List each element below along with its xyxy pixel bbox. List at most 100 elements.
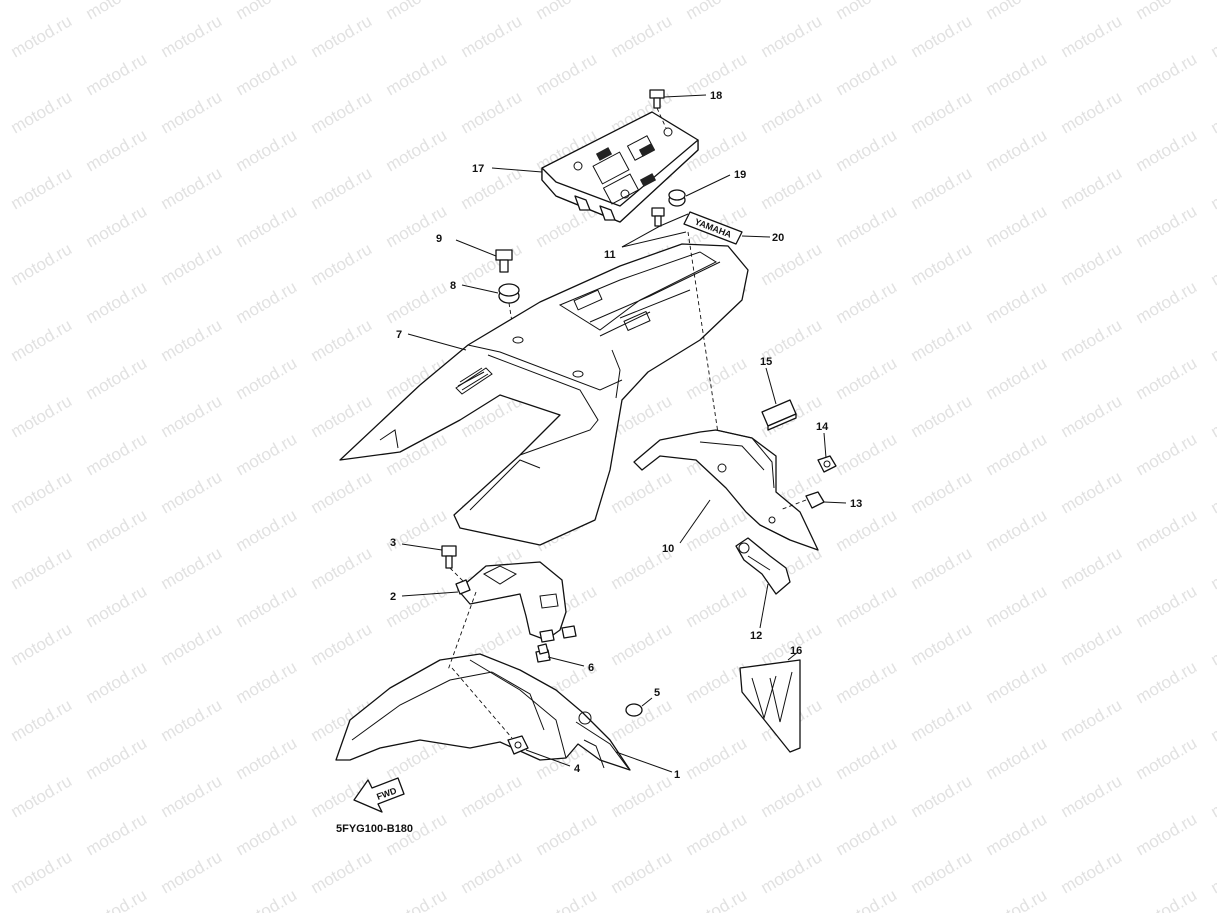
watermark-text: motod.ru bbox=[308, 163, 376, 213]
callout-16: 16 bbox=[790, 645, 802, 657]
watermark-text: motod.ru bbox=[1058, 391, 1126, 441]
watermark-text: motod.ru bbox=[233, 0, 301, 23]
leader-lines bbox=[401, 94, 847, 773]
part-3-bolt bbox=[441, 545, 465, 583]
watermark-text: motod.ru bbox=[8, 771, 76, 821]
watermark-text: motod.ru bbox=[983, 581, 1051, 631]
watermark-text: motod.ru bbox=[908, 315, 976, 365]
watermark-text: motod.ru bbox=[833, 353, 901, 403]
watermark-text: motod.ru bbox=[1058, 87, 1126, 137]
watermark-text: motod.ru bbox=[533, 0, 601, 23]
watermark-text: motod.ru bbox=[8, 619, 76, 669]
part-8-grommet bbox=[498, 283, 520, 336]
watermark-text: motod.ru bbox=[1133, 505, 1201, 555]
watermark-text: motod.ru bbox=[83, 733, 151, 783]
callout-17: 17 bbox=[472, 163, 484, 175]
part-5-cap bbox=[625, 703, 643, 717]
callout-6: 6 bbox=[588, 662, 594, 674]
watermark-text: motod.ru bbox=[8, 391, 76, 441]
watermark-text: motod.ru bbox=[683, 657, 751, 707]
watermark-text: motod.ru bbox=[833, 809, 901, 859]
watermark-text: motod.ru bbox=[308, 239, 376, 289]
watermark-text: motod.ru bbox=[83, 429, 151, 479]
watermark-text: motod.ru bbox=[983, 49, 1051, 99]
watermark-text: motod.ru bbox=[983, 0, 1051, 23]
part-11-bolt bbox=[651, 207, 665, 227]
watermark-text: motod.ru bbox=[383, 0, 451, 23]
watermark-text: motod.ru bbox=[1208, 695, 1217, 745]
watermark-text: motod.ru bbox=[1208, 87, 1217, 137]
watermark-text: motod.ru bbox=[1058, 239, 1126, 289]
watermark-text: motod.ru bbox=[983, 809, 1051, 859]
callout-2: 2 bbox=[390, 591, 396, 603]
watermark-text: motod.ru bbox=[983, 353, 1051, 403]
watermark-text: motod.ru bbox=[158, 771, 226, 821]
watermark-text: motod.ru bbox=[8, 315, 76, 365]
watermark-text: motod.ru bbox=[1133, 0, 1201, 23]
watermark-text: motod.ru bbox=[8, 239, 76, 289]
watermark-text: motod.ru bbox=[1208, 11, 1217, 61]
watermark-text: motod.ru bbox=[308, 467, 376, 517]
watermark-text: motod.ru bbox=[908, 87, 976, 137]
callout-4: 4 bbox=[574, 763, 581, 775]
callout-15: 15 bbox=[760, 356, 772, 368]
callout-13: 13 bbox=[850, 498, 862, 510]
watermark-text: motod.ru bbox=[1208, 391, 1217, 441]
watermark-text: motod.ru bbox=[458, 771, 526, 821]
watermark-text: motod.ru bbox=[308, 87, 376, 137]
watermark-text: motod.ru bbox=[908, 467, 976, 517]
watermark-text: motod.ru bbox=[233, 657, 301, 707]
watermark-text: motod.ru bbox=[683, 809, 751, 859]
watermark-text: motod.ru bbox=[1208, 771, 1217, 821]
watermark-text: motod.ru bbox=[983, 657, 1051, 707]
watermark-text: motod.ru bbox=[8, 467, 76, 517]
watermark-text: motod.ru bbox=[233, 201, 301, 251]
part-10-mudguard-bracket bbox=[633, 429, 819, 551]
watermark-text: motod.ru bbox=[8, 87, 76, 137]
part-4-nut bbox=[507, 735, 529, 755]
watermark-text: motod.ru bbox=[983, 125, 1051, 175]
watermark-text: motod.ru bbox=[233, 429, 301, 479]
watermark-text: motod.ru bbox=[8, 695, 76, 745]
callout-11: 11 bbox=[604, 249, 616, 261]
watermark-text: motod.ru bbox=[233, 49, 301, 99]
watermark-text: motod.ru bbox=[233, 733, 301, 783]
watermark-text: motod.ru bbox=[983, 429, 1051, 479]
watermark-text: motod.ru bbox=[1058, 11, 1126, 61]
watermark-text: motod.ru bbox=[233, 277, 301, 327]
watermark-text: motod.ru bbox=[308, 11, 376, 61]
watermark-text: motod.ru bbox=[1058, 619, 1126, 669]
watermark-text: motod.ru bbox=[833, 885, 901, 913]
watermark-text: motod.ru bbox=[158, 239, 226, 289]
watermark-text: motod.ru bbox=[1133, 809, 1201, 859]
watermark-text: motod.ru bbox=[233, 581, 301, 631]
watermark-text: motod.ru bbox=[833, 201, 901, 251]
watermark-text: motod.ru bbox=[158, 847, 226, 897]
watermark-text: motod.ru bbox=[683, 733, 751, 783]
watermark-text: motod.ru bbox=[158, 11, 226, 61]
watermark-text: motod.ru bbox=[233, 809, 301, 859]
callout-14: 14 bbox=[816, 421, 829, 433]
watermark-text: motod.ru bbox=[1133, 657, 1201, 707]
watermark-text: motod.ru bbox=[908, 619, 976, 669]
watermark-text: motod.ru bbox=[8, 11, 76, 61]
callout-12: 12 bbox=[750, 630, 762, 642]
watermark-text: motod.ru bbox=[8, 847, 76, 897]
diagram-code: 5FYG100-B180 bbox=[336, 823, 413, 835]
watermark-text: motod.ru bbox=[383, 125, 451, 175]
watermark-text: motod.ru bbox=[158, 163, 226, 213]
watermark-text: motod.ru bbox=[383, 49, 451, 99]
watermark-text: motod.ru bbox=[683, 581, 751, 631]
watermark-text: motod.ru bbox=[1133, 429, 1201, 479]
callout-1: 1 bbox=[674, 769, 680, 781]
watermark-text: motod.ru bbox=[83, 0, 151, 23]
watermark-text: motod.ru bbox=[1208, 239, 1217, 289]
watermark-text: motod.ru bbox=[158, 543, 226, 593]
watermark-text: motod.ru bbox=[683, 353, 751, 403]
watermark-text: motod.ru bbox=[833, 49, 901, 99]
watermark-text: motod.ru bbox=[683, 0, 751, 23]
watermark-text: motod.ru bbox=[908, 11, 976, 61]
watermark-text: motod.ru bbox=[458, 163, 526, 213]
